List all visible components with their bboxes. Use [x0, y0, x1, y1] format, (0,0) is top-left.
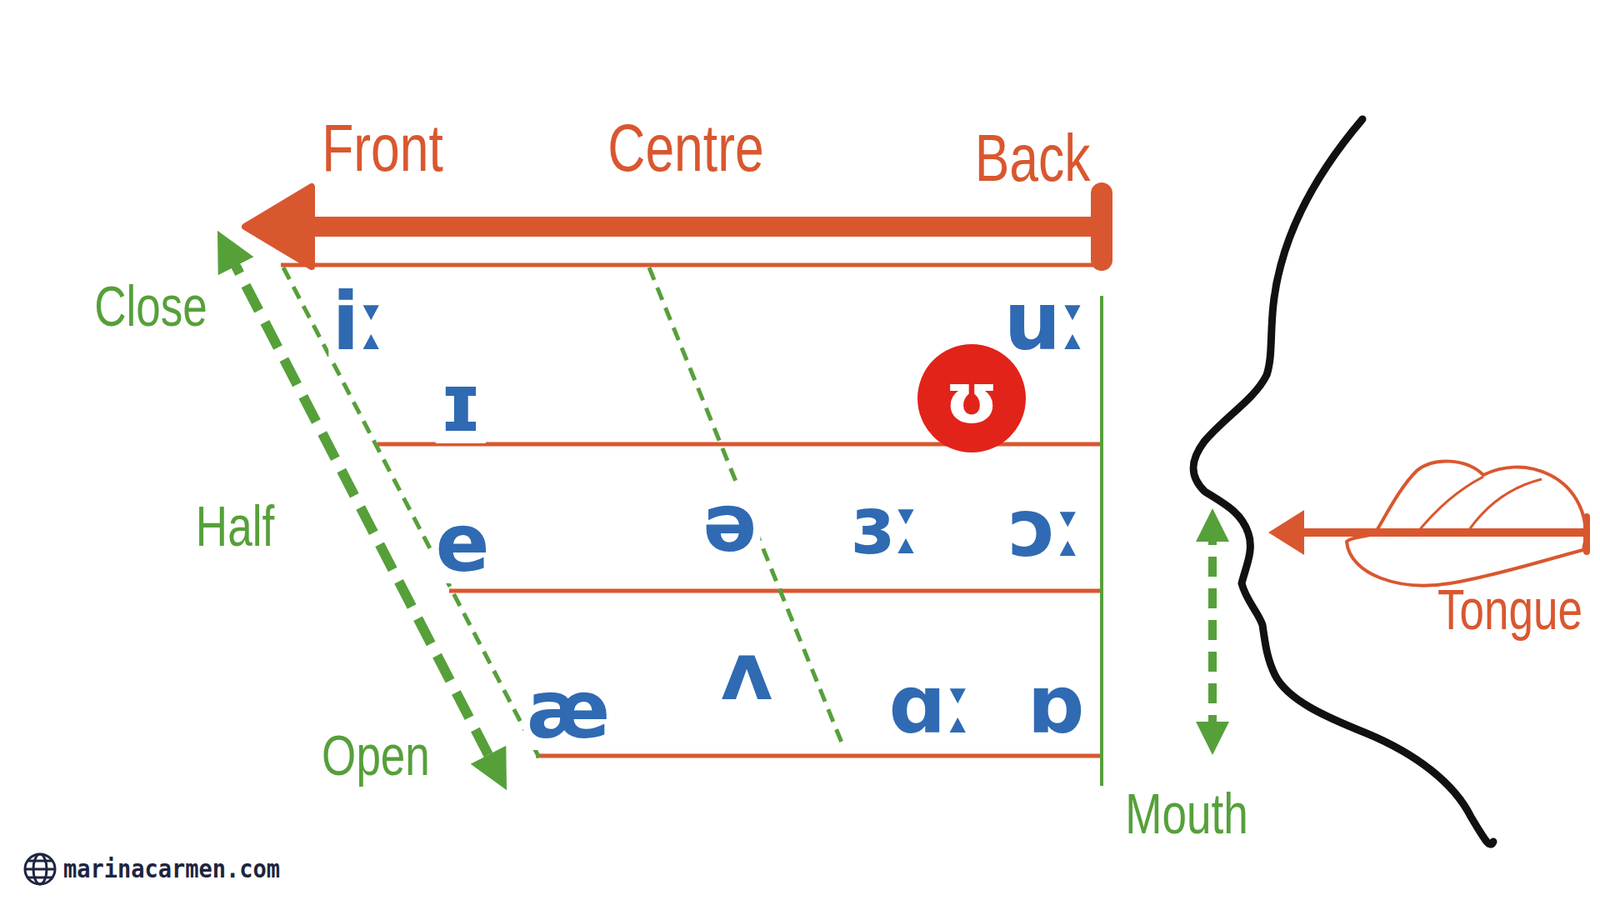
axis-label: Close — [94, 277, 208, 335]
watermark: marinacarmen.com — [63, 856, 280, 882]
vowel-symbol: ɔː — [1005, 488, 1086, 569]
vowel-symbol: e — [431, 503, 493, 584]
axis-label: Half — [195, 497, 275, 555]
open-line — [535, 754, 1102, 759]
highlight-circle: ʊ — [917, 344, 1026, 453]
globe-icon — [25, 854, 55, 885]
axis-label: Front — [321, 115, 444, 182]
front-back-arrow — [300, 216, 1102, 237]
centre-diagonal — [649, 267, 842, 743]
vowel-symbol: æ — [523, 670, 615, 750]
vowel-symbol: ʊ — [945, 363, 1000, 434]
vowel-symbol: ə — [699, 483, 760, 564]
tongue-outline — [1346, 461, 1586, 586]
axis-label: Open — [321, 726, 430, 784]
vowel-symbol: ɑː — [885, 665, 976, 745]
axis-label: Mouth — [1125, 785, 1248, 842]
arrow-head — [1268, 510, 1305, 555]
vowel-symbol: ɪ — [435, 363, 486, 444]
arrow-end-bar — [1090, 193, 1113, 260]
axis-label: Tongue — [1437, 580, 1583, 638]
open-mid-line — [449, 589, 1102, 594]
arrow-head — [245, 186, 312, 267]
axis-label: Back — [975, 125, 1091, 192]
vowel-symbol: uː — [1000, 281, 1092, 362]
front-diagonal — [283, 267, 540, 758]
vowel-symbol: ʌ — [717, 631, 777, 712]
tongue-detail — [1416, 476, 1484, 534]
vowel-symbol: ɒ — [1024, 665, 1089, 745]
vowel-symbol: ɜː — [847, 485, 925, 566]
close-line — [280, 263, 1102, 268]
face-profile — [1193, 119, 1494, 845]
arrow-end-bar — [1583, 516, 1590, 552]
axis-label: Centre — [607, 115, 764, 182]
back-line — [1100, 295, 1104, 786]
vowel-symbol: iː — [328, 281, 390, 362]
tongue-arrow — [1291, 528, 1587, 537]
tongue-detail — [1466, 479, 1542, 534]
mouth-arrow — [1208, 525, 1217, 739]
